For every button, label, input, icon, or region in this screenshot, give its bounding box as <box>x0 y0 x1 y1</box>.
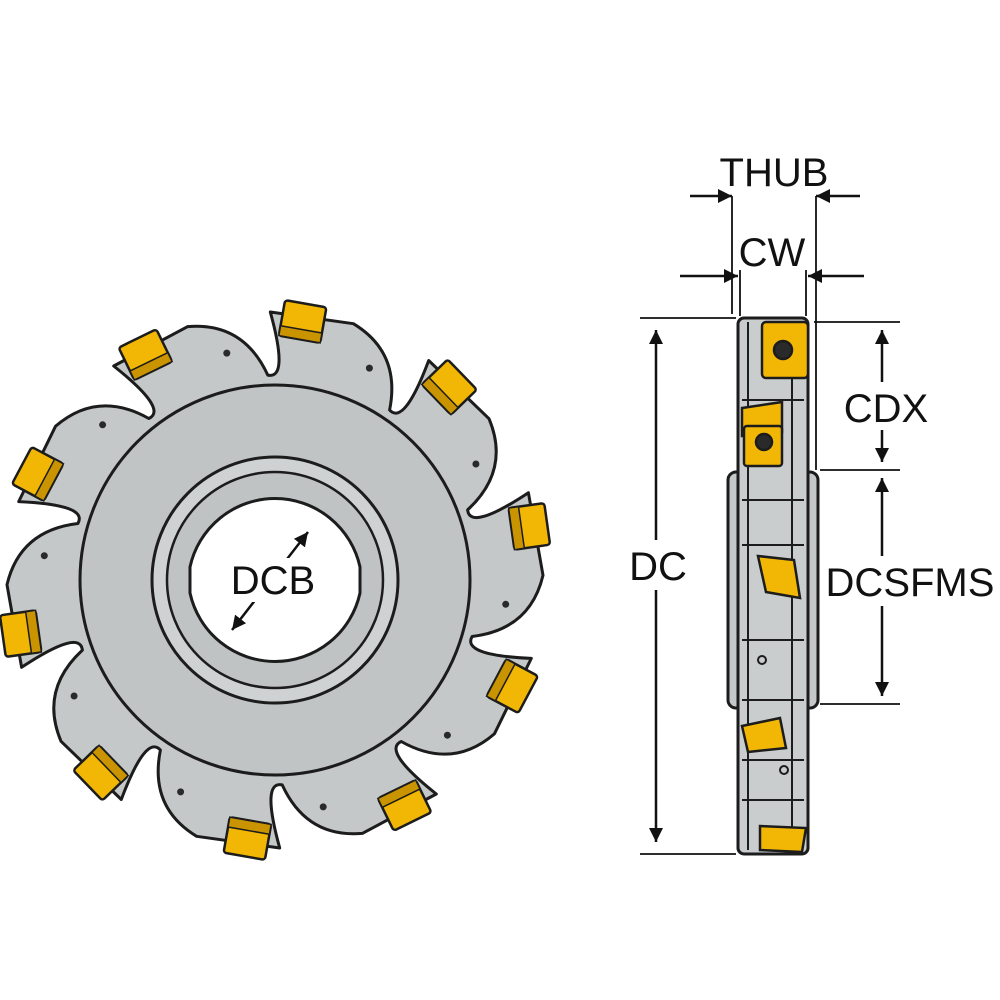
dc-dimension: DC <box>624 330 690 842</box>
side-insert-middle <box>756 554 802 600</box>
side-insert-top <box>760 320 810 380</box>
screw-icon <box>754 432 774 452</box>
cutting-insert <box>0 609 43 658</box>
screw-hole <box>70 692 78 700</box>
dcb-label: DCB <box>231 559 315 603</box>
thub-dimension: THUB <box>690 151 860 203</box>
side-insert-upper <box>740 400 784 468</box>
dcsfms-dimension: DCSFMS <box>826 478 995 696</box>
screw-hole <box>99 421 107 429</box>
thub-label: THUB <box>720 151 829 195</box>
cw-dimension: CW <box>680 231 864 283</box>
screw-hole <box>40 552 48 560</box>
cutting-insert <box>222 816 273 861</box>
cutting-insert <box>420 359 477 416</box>
side-insert-lower <box>740 716 788 754</box>
cdx-label: CDX <box>844 387 928 431</box>
cdx-dimension: CDX <box>840 330 932 462</box>
side-extension-lines <box>640 196 900 855</box>
screw-hole <box>365 364 373 372</box>
mounting-holes <box>40 349 510 811</box>
screw-hole <box>223 349 231 357</box>
cutting-insert <box>277 299 328 344</box>
side-view: THUB CW DC CDX DCSFMS <box>624 151 995 856</box>
cutting-insert <box>507 502 551 551</box>
front-view: DCB <box>0 299 551 861</box>
screw-hole <box>319 803 327 811</box>
dcsfms-label: DCSFMS <box>826 561 995 605</box>
screw-hole <box>177 788 185 796</box>
side-inserts <box>740 320 810 854</box>
front-inserts <box>0 299 551 861</box>
dc-label: DC <box>629 545 687 589</box>
dcb-label-bg <box>226 558 320 602</box>
cw-label: CW <box>739 231 806 275</box>
screw-icon <box>772 339 794 361</box>
screw-hole <box>443 731 451 739</box>
cutting-insert <box>485 658 539 714</box>
cutting-insert <box>73 744 130 801</box>
cutting-insert <box>376 779 432 832</box>
cutting-insert <box>118 328 174 381</box>
cutting-insert <box>11 446 65 502</box>
screw-hole <box>472 460 480 468</box>
screw-hole <box>502 600 510 608</box>
side-insert-bottom <box>758 824 808 854</box>
